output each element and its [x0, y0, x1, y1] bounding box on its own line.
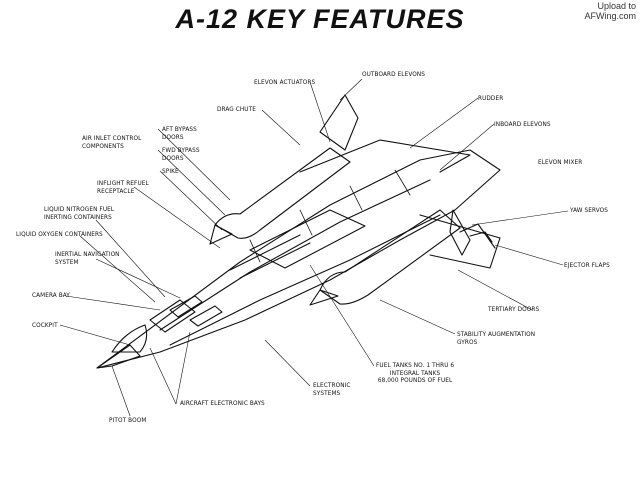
- label-elevon-mixer: ELEVON MIXER: [538, 158, 583, 166]
- watermark-line-1: Upload to: [597, 1, 636, 11]
- label-air-inlet-control: AIR INLET CONTROL COMPONENTS: [82, 134, 142, 150]
- camera-bay-box: [169, 295, 203, 318]
- label-camera-bay: CAMERA BAY: [32, 291, 70, 299]
- label-fuel-tanks: FUEL TANKS NO. 1 THRU 6 INTEGRAL TANKS 6…: [376, 361, 455, 384]
- cockpit-canopy: [111, 324, 148, 353]
- nose-equipment-bay: [149, 299, 196, 333]
- label-inboard-elevons: INBOARD ELEVONS: [494, 120, 551, 128]
- label-fwd-bypass-doors: FWD BYPASS DOORS: [162, 146, 200, 162]
- left-spike: [209, 224, 233, 245]
- label-tertiary-doors: TERTIARY DOORS: [488, 305, 540, 313]
- label-aircraft-electronic-bays: AIRCRAFT ELECTRONIC BAYS: [180, 399, 265, 407]
- right-wing: [419, 214, 501, 269]
- fuselage-outline: [96, 149, 501, 369]
- label-drag-chute: DRAG CHUTE: [217, 105, 256, 113]
- label-cockpit: COCKPIT: [32, 321, 58, 329]
- left-rudder: [319, 94, 359, 151]
- label-yaw-servos: YAW SERVOS: [570, 206, 609, 214]
- label-rudder: RUDDER: [478, 94, 504, 102]
- label-spike: SPIKE: [162, 167, 179, 175]
- left-wing: [299, 139, 471, 173]
- label-inflight-refuel: INFLIGHT REFUEL RECEPTACLE: [97, 179, 149, 195]
- right-nacelle: [319, 209, 461, 305]
- nose-cone: [96, 344, 141, 369]
- label-liquid-oxygen: LIQUID OXYGEN CONTAINERS: [16, 230, 103, 238]
- fuel-tanks: [249, 209, 366, 269]
- right-spike: [309, 289, 339, 306]
- watermark-line-2: AFWing.com: [584, 11, 636, 21]
- label-electronic-systems: ELECTRONIC SYSTEMS: [313, 381, 351, 397]
- label-elevon-actuators: ELEVON ACTUATORS: [254, 78, 316, 86]
- label-inertial-navigation: INERTIAL NAVIGATION SYSTEM: [55, 250, 120, 266]
- label-liquid-nitrogen: LIQUID NITROGEN FUEL INERTING CONTAINERS: [44, 205, 115, 221]
- label-aft-bypass-doors: AFT BYPASS DOORS: [162, 125, 197, 141]
- left-nacelle: [214, 147, 351, 239]
- diagram-title: A-12 KEY FEATURES: [175, 4, 465, 34]
- label-ejector-flaps: EJECTOR FLAPS: [564, 261, 610, 269]
- label-stability-augmentation: STABILITY AUGMENTATION GYROS: [457, 330, 536, 346]
- label-pitot-boom: PITOT BOOM: [109, 416, 147, 424]
- watermark: Upload to AFWing.com: [584, 1, 636, 21]
- label-outboard-elevons: OUTBOARD ELEVONS: [362, 70, 426, 78]
